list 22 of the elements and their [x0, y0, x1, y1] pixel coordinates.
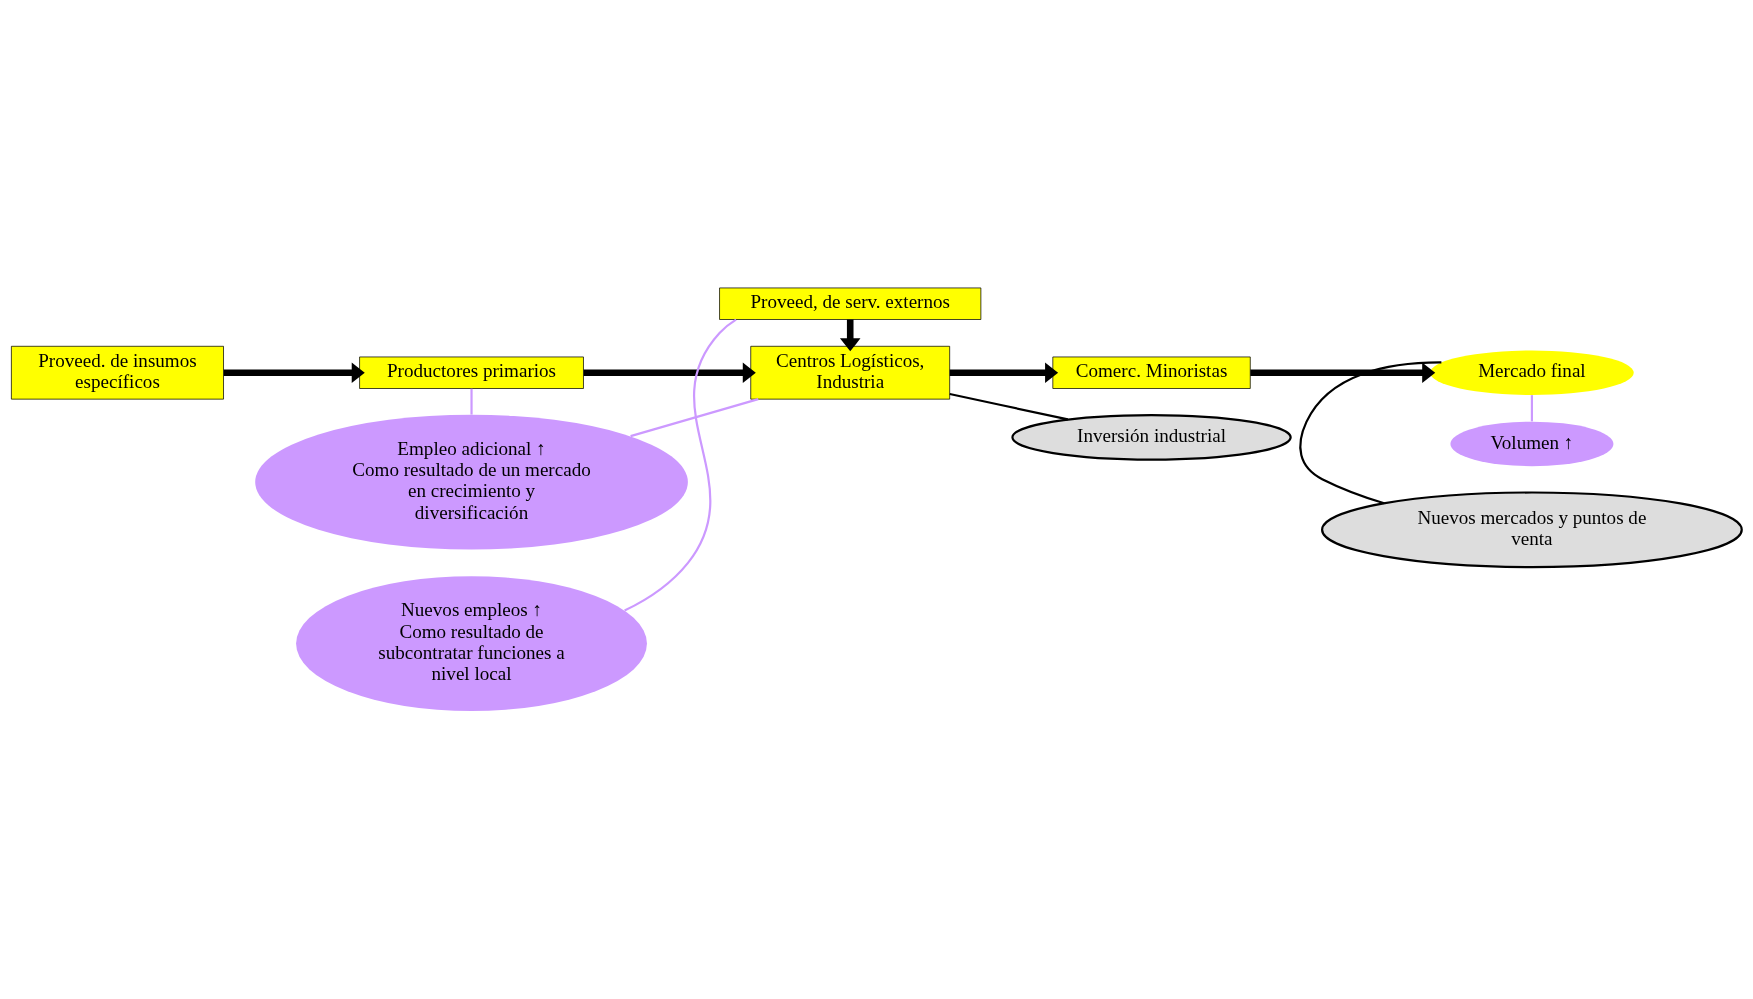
arrow: [583, 362, 756, 383]
arrow: [223, 362, 365, 383]
node-ellipse: Nuevos empleos ↑ Como resultado de subcontratar funciones a nivel local: [296, 576, 647, 711]
arrow: [949, 362, 1059, 383]
node-box: Centros Logísticos, Industria: [750, 345, 951, 400]
connector: [1299, 361, 1442, 505]
connector: [630, 398, 759, 438]
node-ellipse: Mercado final: [1430, 350, 1634, 395]
connector: [949, 392, 1069, 421]
node-box: Productores primarios: [359, 356, 584, 389]
arrow: [1250, 362, 1436, 383]
connector: [470, 388, 473, 415]
node-ellipse: Empleo adicional ↑ Como resultado de un mercado en crecimiento y diversificación: [255, 414, 688, 550]
node-ellipse: Inversión industrial: [1011, 413, 1292, 461]
connector: [1530, 395, 1533, 422]
connector: [624, 318, 737, 612]
node-ellipse: Nuevos mercados y puntos de venta: [1321, 491, 1743, 569]
arrow: [839, 319, 861, 352]
node-box: Comerc. Minoristas: [1052, 356, 1251, 389]
node-ellipse: Volumen ↑: [1450, 421, 1614, 467]
node-box: Proveed. de insumos específicos: [11, 345, 224, 400]
node-box: Proveed, de serv. externos: [719, 287, 982, 320]
